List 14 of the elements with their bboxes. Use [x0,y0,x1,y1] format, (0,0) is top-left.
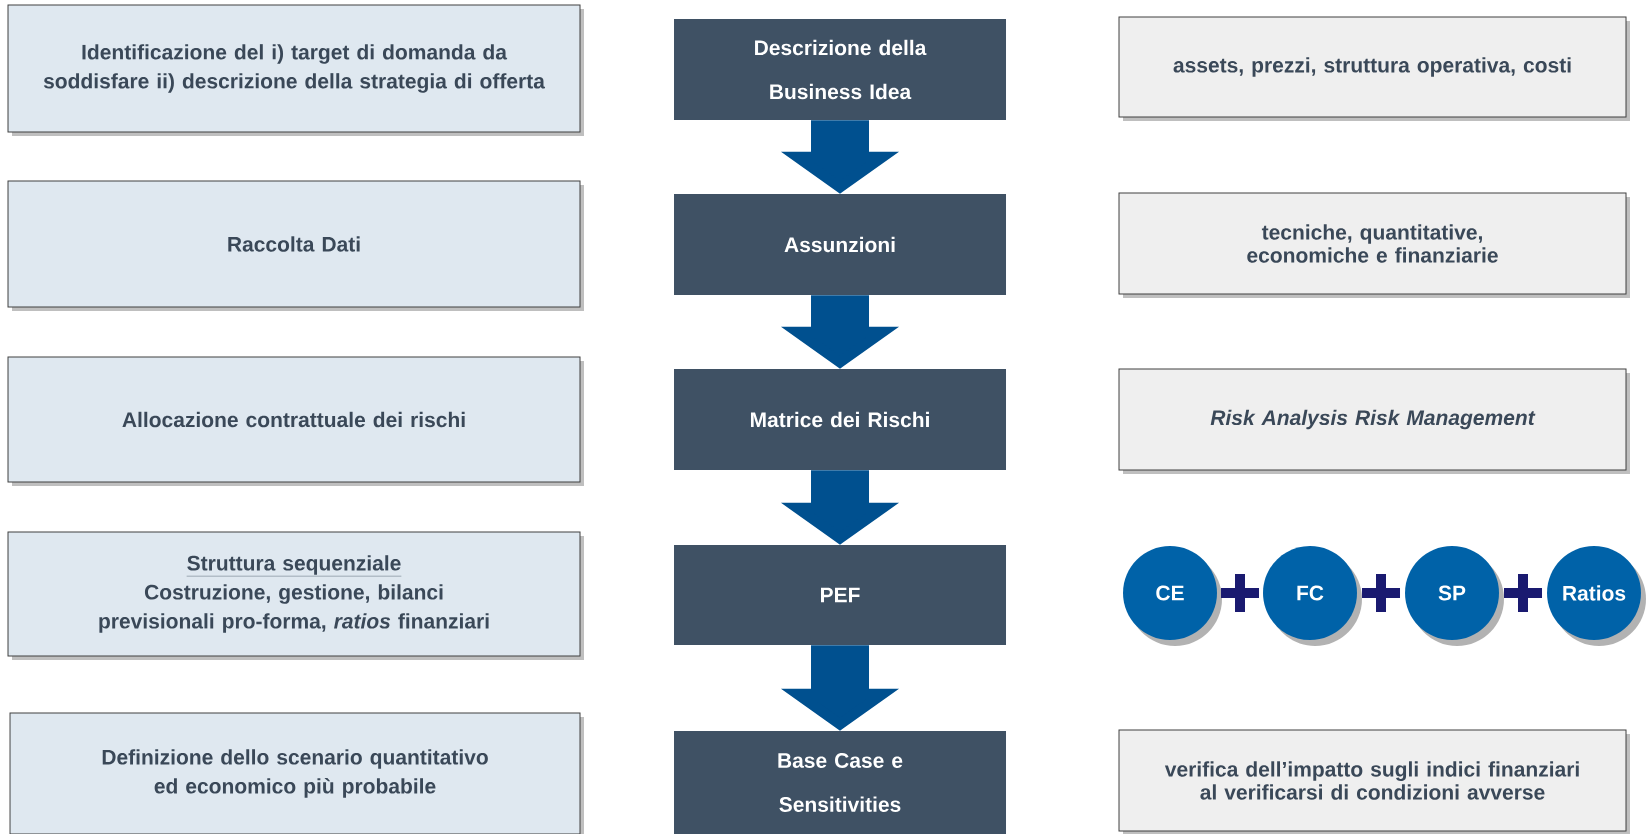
box: Identificazione del i) target di domanda da soddisfare ii) descrizione della strategia di offerta [7,4,584,136]
process-box: Base Case e Sensitivities [674,731,1006,834]
box: Struttura sequenziale Costruzione, gestione, bilanci previsionali pro-forma, ratios finanziari [7,531,584,660]
box: Definizione dello scenario quantitativo ed economico più probabile [9,712,584,834]
process-box: Assunzioni [674,194,1006,295]
process-box: PEF [674,545,1006,645]
box: tecniche, quantitative, economiche e finanziarie [1118,192,1630,298]
box: Risk Analysis Risk Management [1118,368,1630,474]
box: assets, prezzi, struttura operativa, costi [1118,16,1630,121]
box: verifica dell’impatto sugli indici finanziari al verificarsi di condizioni avverse [1118,729,1630,834]
process-box: Matrice dei Rischi [674,369,1006,470]
process-box: Descrizione della Business Idea [674,19,1006,120]
box: Allocazione contrattuale dei rischi [7,356,584,486]
box: Raccolta Dati [7,180,584,311]
